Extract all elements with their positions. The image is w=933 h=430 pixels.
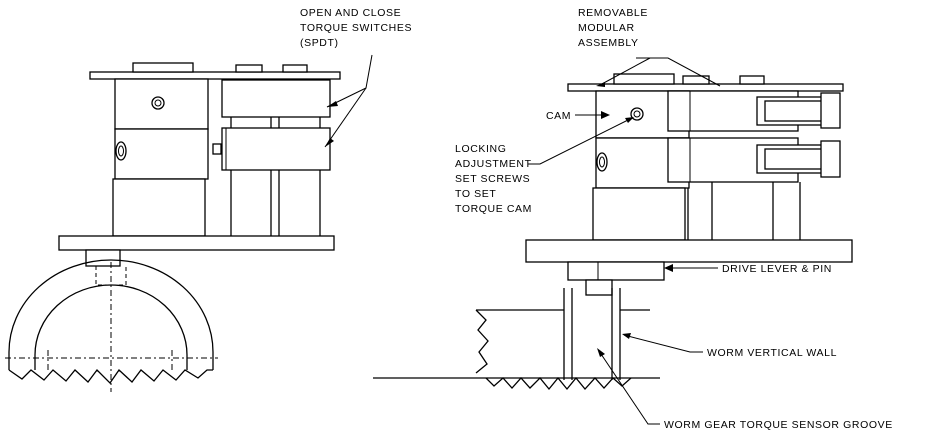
label-torque-switches-line-1: OPEN AND CLOSE bbox=[300, 7, 401, 19]
right-base-plate bbox=[525, 239, 853, 263]
left-drive-block bbox=[85, 249, 121, 267]
right-drive-pin bbox=[585, 279, 613, 296]
label-set-screws-line-4: TO SET bbox=[455, 188, 496, 200]
right-set-screw-icon bbox=[630, 107, 644, 121]
right-side-screw-icon bbox=[596, 152, 608, 172]
left-hub bbox=[112, 178, 206, 237]
left-gear-outer-arc bbox=[8, 259, 214, 370]
left-upper-cam bbox=[114, 78, 209, 130]
right-top-plate bbox=[567, 83, 844, 92]
label-removable-line-2: MODULAR bbox=[578, 22, 635, 34]
left-lower-cam bbox=[114, 128, 209, 180]
label-worm-wall: WORM VERTICAL WALL bbox=[707, 347, 837, 359]
label-drive-lever: DRIVE LEVER & PIN bbox=[722, 263, 832, 275]
right-hub bbox=[592, 187, 686, 241]
right-view bbox=[373, 73, 853, 391]
left-top-block bbox=[132, 62, 194, 73]
left-upper-switch bbox=[221, 79, 331, 118]
left-view bbox=[5, 62, 341, 392]
label-set-screws-line-5: TORQUE CAM bbox=[455, 203, 532, 215]
left-top-tab-1 bbox=[235, 64, 263, 73]
right-break-line bbox=[485, 376, 632, 391]
leader-lines bbox=[324, 54, 721, 425]
right-drive-lever bbox=[567, 261, 665, 281]
left-break-line bbox=[8, 369, 213, 385]
left-lower-switch bbox=[221, 127, 331, 171]
left-top-plate bbox=[89, 71, 341, 80]
label-removable-line-1: REMOVABLE bbox=[578, 7, 648, 19]
right-top-block bbox=[613, 73, 675, 85]
left-small-screw bbox=[212, 143, 222, 155]
left-base-plate bbox=[58, 235, 335, 251]
label-set-screws-line-2: ADJUSTMENT bbox=[455, 158, 532, 170]
label-removable-line-3: ASSEMBLY bbox=[578, 37, 639, 49]
label-torque-switches-line-2: TORQUE SWITCHES bbox=[300, 22, 412, 34]
label-cam: CAM bbox=[546, 110, 571, 122]
callout-labels: OPEN AND CLOSE TORQUE SWITCHES (SPDT) RE… bbox=[300, 7, 893, 430]
right-top-tab-1 bbox=[682, 75, 710, 85]
left-top-tab-2 bbox=[282, 64, 308, 73]
label-torque-switches-line-3: (SPDT) bbox=[300, 37, 339, 49]
left-side-screw-icon bbox=[115, 141, 127, 161]
label-set-screws-line-3: SET SCREWS bbox=[455, 173, 530, 185]
left-set-screw-icon bbox=[151, 96, 165, 110]
right-top-tab-2 bbox=[739, 75, 765, 85]
label-set-screws-line-1: LOCKING bbox=[455, 143, 506, 155]
label-sensor-groove: WORM GEAR TORQUE SENSOR GROOVE bbox=[664, 419, 893, 430]
